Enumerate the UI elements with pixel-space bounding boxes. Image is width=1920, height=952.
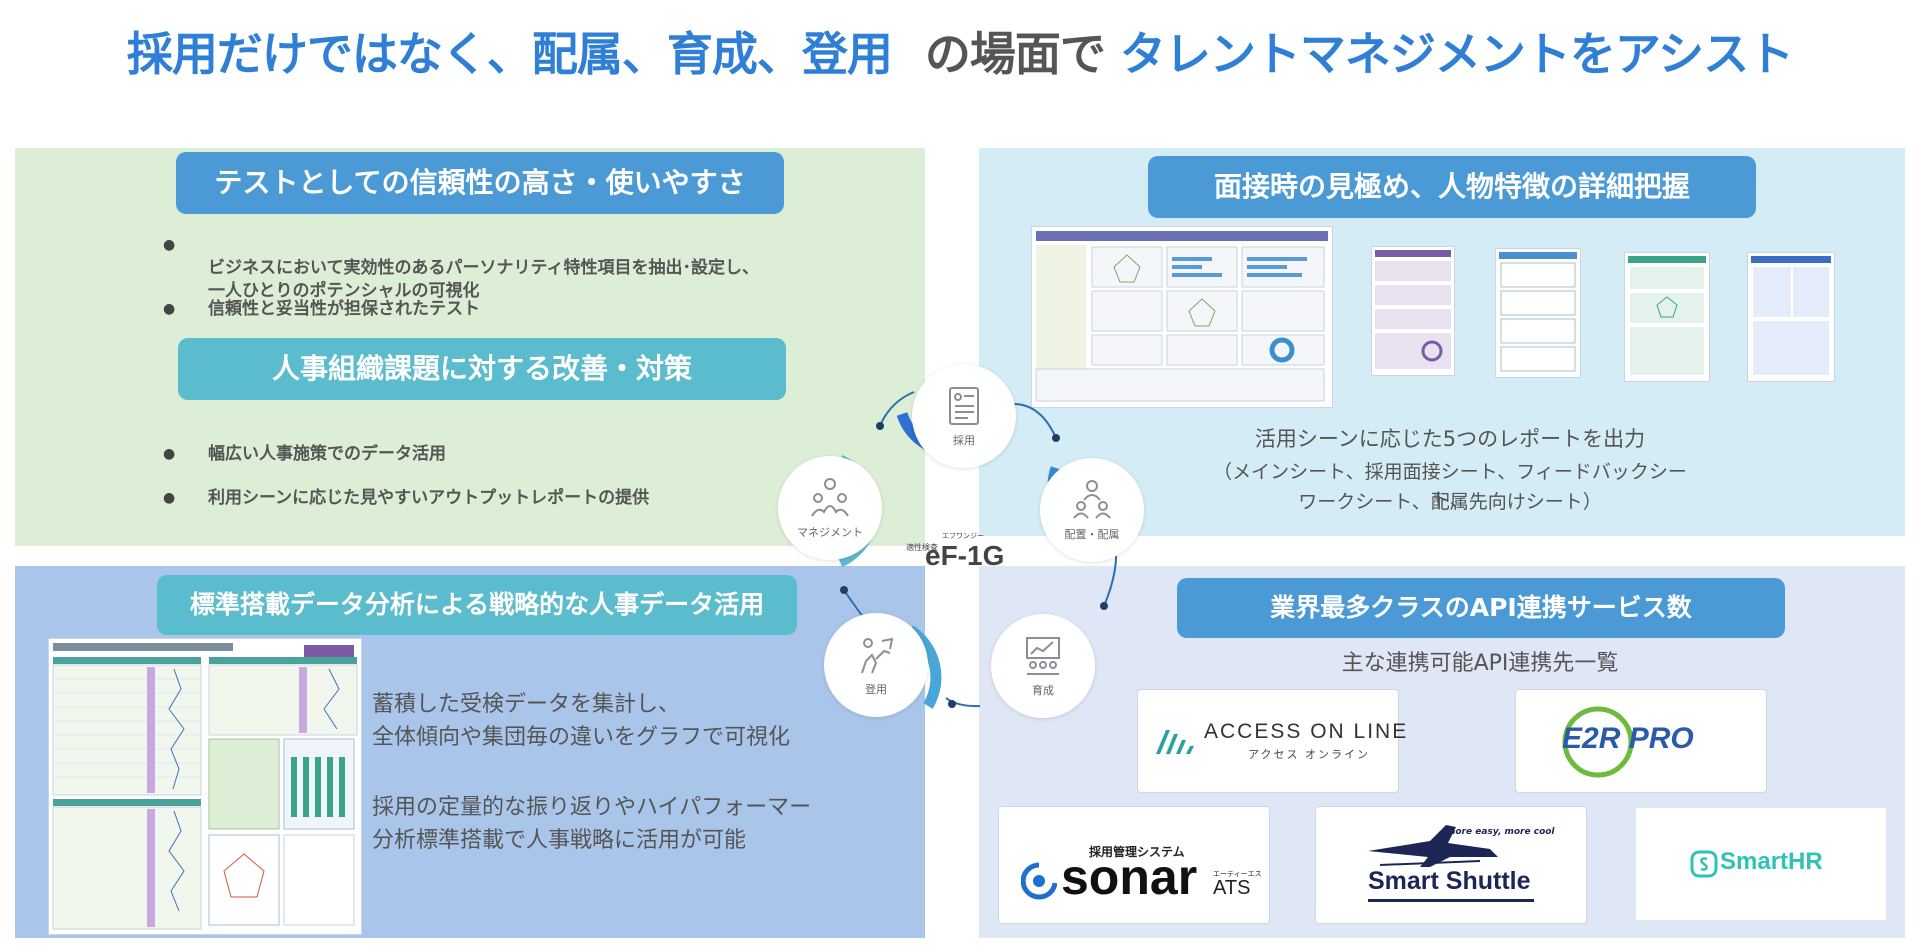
heading-reliability: テストとしての信頼性の高さ・使いやすさ (176, 152, 784, 214)
smarthr-logo-icon (1690, 850, 1718, 878)
cycle-center-small: 適性検査 (906, 543, 938, 552)
team-icon (811, 478, 849, 517)
cycle-node-label: マネジメント (797, 526, 863, 539)
page-title: 採用だけではなく、配属、育成、登用 の場面で タレントマネジメントをアシスト (0, 18, 1920, 84)
bullet-item: ●幅広い人事施策でのデータ活用 (163, 444, 446, 464)
shuttle-logo-main: Smart Shuttle (1368, 867, 1531, 895)
heading-interview: 面接時の見極め、人物特徴の詳細把握 (1148, 156, 1756, 218)
logo-smarthr: SmartHR (1636, 808, 1886, 920)
reports-caption-line3: ワークシート、配属先向けシート） (1298, 491, 1602, 513)
bullet-text: 信頼性と妥当性が担保されたテスト (208, 299, 480, 319)
report-thumbnail-main (1031, 226, 1333, 408)
bullet-text: ビジネスにおいて実効性のあるパーソナリティ特性項目を抽出･設定し、 一人ひとりの… (208, 258, 759, 301)
shuttle-tagline: more easy, more cool (1446, 827, 1555, 837)
cycle-node-label: 登用 (865, 683, 887, 696)
analysis-text-line1: 蓄積した受検データを集計し、 (372, 692, 681, 717)
cycle-connector (879, 391, 915, 427)
title-part1: 採用だけではなく、配属、育成、登用 (126, 27, 893, 81)
org-people-icon (1073, 480, 1111, 519)
cycle-node-ikusei: 育成 (991, 614, 1095, 718)
smarthr-logo-text: SmartHR (1720, 848, 1823, 875)
document-icon (949, 387, 979, 425)
analysis-text-line3: 採用の定量的な振り返りやハイパフォーマー (372, 795, 812, 820)
cycle-center-kana: エフワンジー (942, 532, 984, 540)
cycle-node-toyo: 登用 (824, 613, 928, 717)
bullet-text: 利用シーンに応じた見やすいアウトプットレポートの提供 (208, 488, 650, 508)
cycle-connector (945, 697, 981, 708)
report-thumbnail-interview (1371, 246, 1455, 376)
sonar-ats-kana: エーティーエス (1213, 870, 1262, 878)
cycle-node-management: マネジメント (778, 456, 882, 560)
sonar-ats: ATS (1213, 877, 1251, 899)
cycle-center-title: eF-1G (925, 540, 1005, 571)
analysis-text-line4: 分析標準搭載で人事戦略に活用が可能 (372, 828, 747, 853)
access-on-line-logo-icon (1156, 730, 1194, 754)
logo-access-on-line: ACCESS ON LINE アクセス オンライン (1137, 689, 1406, 793)
reports-caption-title: 活用シーンに応じた5つのレポートを出力 (1254, 427, 1646, 451)
training-icon (1026, 637, 1060, 675)
bullet-item: ●信頼性と妥当性が担保されたテスト (163, 299, 480, 319)
title-part3: タレントマネジメントをアシスト (1119, 27, 1794, 81)
heading-data-analysis: 標準搭載データ分析による戦略的な人事データ活用 (157, 575, 797, 635)
cycle-node-label: 配置・配属 (1064, 528, 1120, 541)
main-sheet-image (1035, 231, 1328, 402)
analysis-text-line2: 全体傾向や集団毎の違いをグラフで可視化 (372, 725, 791, 750)
sonar-logo-top: 採用管理システム (1089, 845, 1185, 859)
logo-e2r-pro: E2R PRO (1515, 689, 1767, 793)
reports-caption-line2: （メインシート、採用面接シート、フィードバックシート、 (1213, 461, 1687, 511)
report-thumbnail-feedback (1495, 248, 1581, 378)
heading-improvement: 人事組織課題に対する改善・対策 (178, 338, 786, 400)
sonar-wave-icon (1021, 862, 1057, 900)
e2r-logo-ring (1562, 706, 1634, 778)
cycle-node-label: 採用 (953, 434, 975, 447)
cycle-node-haizoku: 配置・配属 (1040, 458, 1144, 562)
sonar-logo-main: sonar (1061, 849, 1198, 905)
logo-smart-shuttle: more easy, more cool Smart Shuttle (1315, 806, 1587, 924)
shuttle-plane-icon (1368, 825, 1498, 867)
shuttle-underline (1368, 899, 1534, 902)
access-logo-main: ACCESS ON LINE (1204, 720, 1409, 743)
logo-sonar-ats: 採用管理システム sonar エーティーエス ATS (998, 806, 1270, 924)
cycle-connector (1009, 402, 1057, 439)
report-thumbnail-assignment (1747, 252, 1835, 382)
cycle-node-saiyo: 採用 (912, 364, 1016, 468)
bullet-item: ●利用シーンに応じた見やすいアウトプットレポートの提供 (163, 488, 650, 508)
promotion-icon (861, 637, 894, 674)
e2r-logo-text: E2R PRO (1562, 722, 1694, 755)
cycle-node-label: 育成 (1032, 684, 1054, 697)
heading-api: 業界最多クラスのAPI連携サービス数 (1177, 578, 1785, 638)
access-logo-sub: アクセス オンライン (1248, 748, 1370, 761)
bullet-text: 幅広い人事施策でのデータ活用 (208, 444, 446, 464)
bullet-item: ●ビジネスにおいて実効性のあるパーソナリティ特性項目を抽出･設定し、 一人ひとり… (163, 237, 759, 301)
api-subheading: 主な連携可能API連携先一覧 (1341, 651, 1619, 676)
report-thumbnail-worksheet (1624, 252, 1710, 382)
title-part2: の場面で (924, 27, 1106, 81)
analysis-report-image (48, 638, 362, 935)
